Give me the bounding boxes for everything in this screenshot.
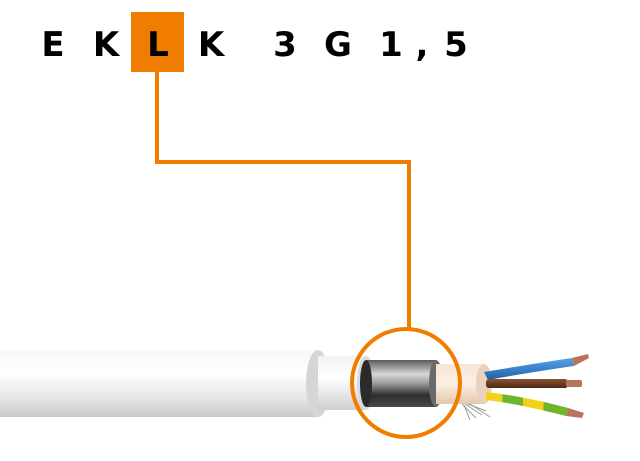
code-comma: , [415,25,429,65]
code-digit-3: 3 [273,25,297,65]
code-letter-g: G [324,25,352,65]
foil-screen [360,360,443,407]
wire-brown [486,379,582,388]
code-letter-k: K [92,25,120,65]
outer-sheath [0,350,330,417]
filler-layer [436,364,492,404]
code-digit-1: 1 [379,25,403,65]
highlight-box [131,12,184,72]
code-letter-l-highlighted: L [147,25,169,65]
code-letter-e: E [41,25,65,65]
wire-earth [486,392,584,418]
drain-wire [461,403,491,421]
leader-line [155,72,411,328]
code-digit-5: 5 [444,25,468,65]
wire-blue [484,354,589,380]
code-letter-k-2: K [197,25,225,65]
cable-type-code: E K L K 3 G 1 , 5 [0,0,640,80]
highlight-circle [350,327,462,439]
